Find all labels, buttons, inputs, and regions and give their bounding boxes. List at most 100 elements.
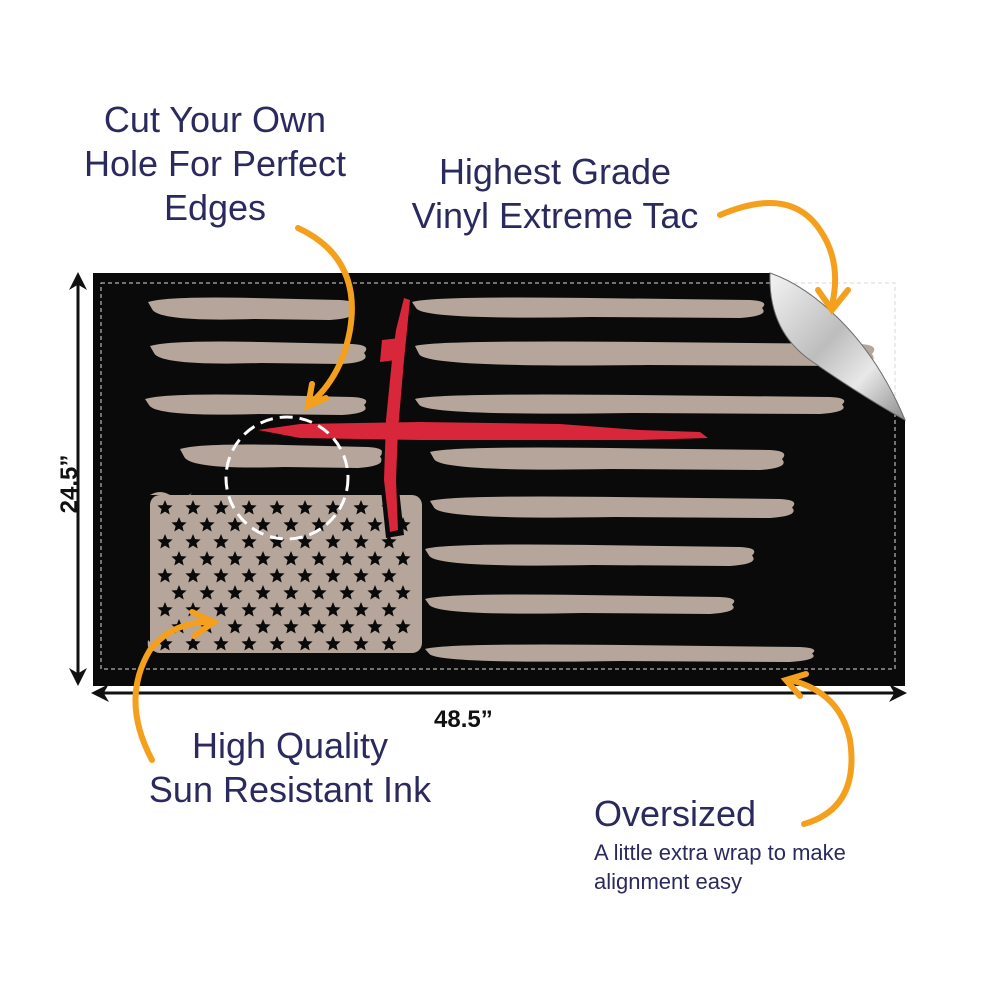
star-icon — [381, 534, 397, 549]
flag-stripe — [425, 594, 735, 614]
flag-decal — [93, 272, 907, 686]
star-icon — [311, 619, 327, 634]
star-icon — [269, 568, 285, 583]
flag-stripe — [415, 394, 845, 414]
star-icon — [241, 636, 257, 651]
star-icon — [395, 585, 411, 600]
flag-stripe — [180, 444, 383, 468]
star-icon — [241, 534, 257, 549]
flag-stripe — [425, 544, 755, 566]
star-icon — [157, 636, 173, 651]
star-icon — [213, 534, 229, 549]
star-icon — [157, 568, 173, 583]
star-icon — [213, 636, 229, 651]
star-icon — [269, 534, 285, 549]
star-icon — [297, 568, 313, 583]
star-icon — [255, 517, 271, 532]
star-icon — [339, 585, 355, 600]
callout-line: Sun Resistant Ink — [148, 768, 432, 810]
star-icon — [269, 500, 285, 515]
star-icon — [283, 517, 299, 532]
star-icon — [185, 534, 201, 549]
star-icon — [213, 602, 229, 617]
height-dimension-label: 24.5” — [56, 454, 83, 514]
flag-stripe — [430, 447, 785, 470]
star-icon — [255, 585, 271, 600]
star-icon — [157, 534, 173, 549]
callout-oversized: Oversized A little extra wrap to make al… — [594, 792, 974, 896]
curved-arrow-icon — [132, 609, 221, 763]
curved-arrow-icon — [295, 225, 355, 412]
star-icons — [157, 500, 411, 651]
star-icon — [213, 568, 229, 583]
star-icon — [297, 636, 313, 651]
oversized-title: Oversized — [594, 793, 757, 834]
star-icon — [171, 585, 187, 600]
star-icon — [395, 619, 411, 634]
star-icon — [353, 602, 369, 617]
flag-stripe — [430, 496, 795, 518]
star-icon — [171, 517, 187, 532]
star-icon — [227, 517, 243, 532]
curved-arrow-icon — [717, 200, 851, 316]
star-icon — [353, 534, 369, 549]
star-icon — [367, 619, 383, 634]
star-icon — [255, 551, 271, 566]
callout-line: High Quality — [191, 725, 389, 766]
cross-icon — [258, 298, 708, 538]
star-icon — [325, 500, 341, 515]
star-icon — [185, 568, 201, 583]
callout-line: Highest Grade — [438, 151, 672, 192]
flag-stripe — [412, 297, 765, 318]
dimension-lines — [69, 272, 907, 702]
star-icon — [325, 636, 341, 651]
star-icon — [227, 619, 243, 634]
star-icon — [241, 602, 257, 617]
star-icon — [353, 568, 369, 583]
star-icon — [367, 585, 383, 600]
star-icon — [353, 500, 369, 515]
star-icon — [241, 500, 257, 515]
star-icon — [227, 551, 243, 566]
star-icon — [185, 636, 201, 651]
star-icon — [297, 500, 313, 515]
flag-stripe — [415, 341, 875, 366]
star-icon — [185, 500, 201, 515]
callout-line: Cut Your Own — [103, 99, 327, 140]
star-icon — [325, 534, 341, 549]
star-icon — [199, 517, 215, 532]
star-icon — [311, 585, 327, 600]
star-icon — [325, 568, 341, 583]
star-icon — [381, 568, 397, 583]
curved-arrow-icon — [780, 671, 855, 827]
star-icon — [395, 551, 411, 566]
star-icon — [227, 585, 243, 600]
star-icon — [381, 636, 397, 651]
star-icon — [199, 585, 215, 600]
star-icon — [171, 551, 187, 566]
callout-line: Hole For Perfect — [83, 142, 347, 184]
star-icon — [157, 602, 173, 617]
star-icon — [353, 636, 369, 651]
star-icon — [283, 551, 299, 566]
star-icon — [297, 602, 313, 617]
star-icon — [339, 551, 355, 566]
star-icon — [381, 602, 397, 617]
star-icon — [283, 585, 299, 600]
star-icon — [213, 500, 229, 515]
cut-line — [100, 282, 896, 670]
star-icon — [311, 517, 327, 532]
callout-line: Edges — [163, 186, 267, 228]
star-icon — [255, 619, 271, 634]
callout-vinyl: Highest Grade Vinyl Extreme Tac — [390, 150, 720, 238]
star-icon — [339, 619, 355, 634]
star-icon — [325, 602, 341, 617]
star-icon — [367, 551, 383, 566]
star-icon — [311, 551, 327, 566]
star-icon — [339, 517, 355, 532]
peeled-corner-icon — [769, 272, 907, 422]
flag-stripe — [425, 644, 815, 662]
star-icon — [157, 500, 173, 515]
oversized-subtitle: alignment easy — [594, 868, 742, 894]
